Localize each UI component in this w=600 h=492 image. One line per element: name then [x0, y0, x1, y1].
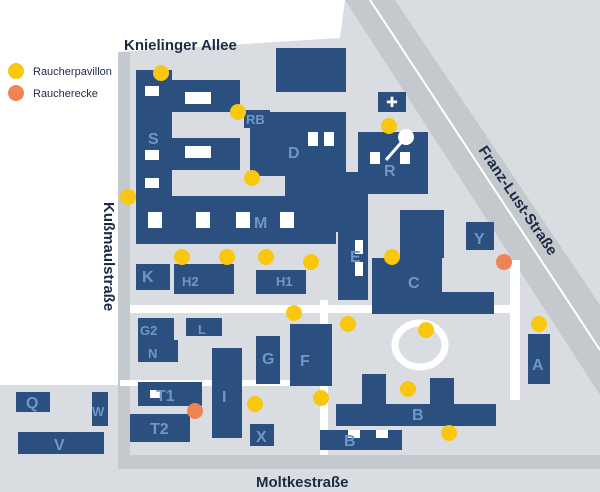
building-B-stub2[interactable]: [430, 378, 454, 404]
pavillon-marker[interactable]: [531, 316, 547, 332]
label-S: S: [148, 131, 159, 148]
label-T2: T2: [150, 421, 169, 438]
label-C: C: [408, 275, 420, 292]
pavillon-marker[interactable]: [247, 396, 263, 412]
label-I: I: [222, 389, 226, 406]
building-T2-shape[interactable]: [130, 414, 190, 442]
pavillon-marker[interactable]: [230, 104, 246, 120]
helipad: [378, 92, 406, 112]
label-M: M: [254, 215, 267, 232]
label-E: E: [350, 249, 361, 266]
pavillon-marker[interactable]: [441, 425, 457, 441]
label-D: D: [288, 145, 300, 162]
pavillon-marker[interactable]: [219, 249, 235, 265]
building-N-shape[interactable]: [138, 340, 178, 362]
building-Q-shape[interactable]: [16, 392, 50, 412]
label-L: L: [198, 322, 206, 337]
street-kussmaulstrasse: Kußmaulstraße: [100, 202, 117, 311]
roundabout: [391, 319, 449, 371]
ecke-marker[interactable]: [496, 254, 512, 270]
pavillon-marker[interactable]: [384, 249, 400, 265]
pavillon-marker[interactable]: [258, 249, 274, 265]
west-path: [118, 52, 130, 457]
building-F-shape[interactable]: [290, 324, 332, 386]
building-T1-shape[interactable]: [138, 382, 202, 406]
pavillon-marker[interactable]: [340, 316, 356, 332]
label-N: N: [148, 346, 157, 361]
building-C-top[interactable]: [400, 210, 444, 258]
franz-lust-road: [345, 0, 600, 395]
label-F: F: [300, 353, 310, 370]
pavillon-marker[interactable]: [286, 305, 302, 321]
label-V: V: [54, 437, 65, 454]
label-W: W: [92, 404, 105, 419]
label-RB: RB: [246, 112, 265, 127]
pavillon-markers: [120, 65, 547, 441]
building-V-shape[interactable]: [18, 432, 104, 454]
building-A-shape[interactable]: [528, 334, 550, 384]
building-B-stub1[interactable]: [362, 374, 386, 404]
label-H1: H1: [276, 274, 293, 289]
building-top-shape[interactable]: [276, 48, 346, 92]
pavillon-marker[interactable]: [174, 249, 190, 265]
building-W-shape[interactable]: [92, 392, 108, 426]
building-I-shape[interactable]: [212, 348, 242, 438]
label-Y: Y: [474, 231, 485, 248]
label-X: X: [256, 429, 267, 446]
legend-ecke-label: Raucherecke: [33, 88, 98, 100]
road-centerline: [369, 0, 600, 351]
ecke-marker[interactable]: [187, 403, 203, 419]
pavillon-marker[interactable]: [153, 65, 169, 81]
street-moltkestrasse: Moltkestraße: [256, 474, 349, 491]
building-H1-shape[interactable]: [256, 270, 306, 294]
label-H2: H2: [182, 274, 199, 289]
building-connector-shape[interactable]: [300, 172, 360, 232]
pavillon-marker[interactable]: [381, 118, 397, 134]
building-X-shape[interactable]: [250, 424, 274, 446]
legend-ecke-icon: [8, 85, 24, 101]
building-B-upper-shape[interactable]: [336, 404, 496, 426]
label-B-lower: B: [344, 433, 356, 450]
building-G2-shape[interactable]: [138, 318, 174, 340]
label-A: A: [532, 357, 544, 374]
pavillon-marker[interactable]: [244, 170, 260, 186]
label-G2: G2: [140, 323, 157, 338]
building-L-shape[interactable]: [186, 318, 222, 336]
street-knielinger-allee: Knielinger Allee: [124, 37, 237, 54]
east-path: [510, 260, 520, 400]
south-road: [118, 455, 600, 469]
legend-pavillon-label: Raucherpavillon: [33, 66, 112, 78]
label-Q: Q: [26, 395, 38, 412]
building-R-shape[interactable]: [358, 132, 428, 194]
label-G: G: [262, 351, 274, 368]
building-K-shape[interactable]: [136, 264, 170, 290]
building-C-wing[interactable]: [372, 292, 494, 314]
building-G-shape[interactable]: [256, 336, 280, 384]
pavillon-marker[interactable]: [418, 322, 434, 338]
ecke-markers: [187, 254, 512, 419]
building-Y-shape[interactable]: [466, 222, 494, 250]
pavillon-marker[interactable]: [400, 381, 416, 397]
label-B-upper: B: [412, 407, 424, 424]
location-marker-pointer: [384, 136, 408, 161]
pavillon-marker[interactable]: [313, 390, 329, 406]
helipad-cross-icon: ✚: [386, 94, 398, 110]
pavillon-marker[interactable]: [303, 254, 319, 270]
label-R: R: [384, 163, 396, 180]
pavillon-marker[interactable]: [120, 189, 136, 205]
legend-pavillon-icon: [8, 63, 24, 79]
building-H2-shape[interactable]: [174, 264, 234, 294]
label-T1: T1: [156, 388, 175, 405]
label-K: K: [142, 269, 154, 286]
building-B-lower-shape[interactable]: [320, 430, 402, 450]
courtyards: [145, 86, 410, 438]
